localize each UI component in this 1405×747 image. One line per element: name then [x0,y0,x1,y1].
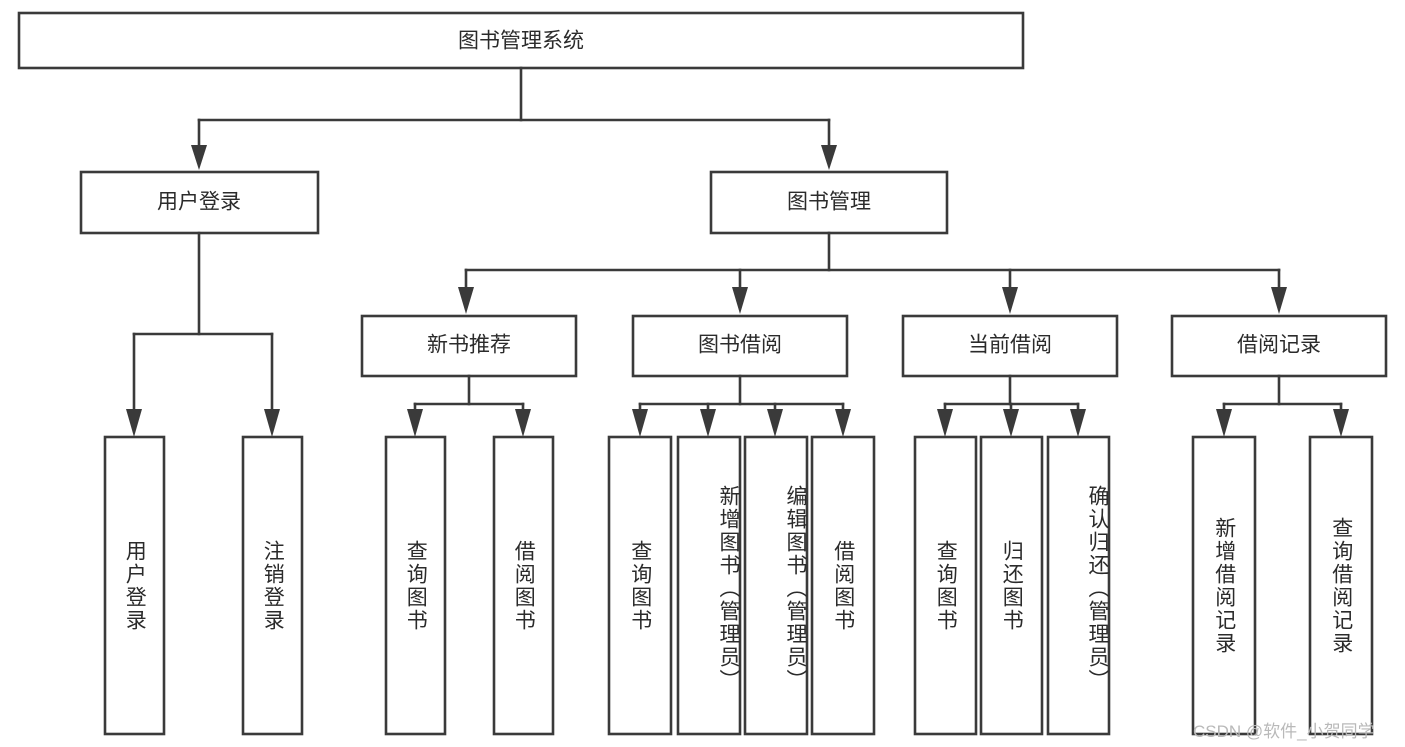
node-borrow-record-label: 借阅记录 [1237,334,1321,357]
node-borrow-book-box[interactable] [631,314,849,378]
leaf-box-return-book[interactable] [979,435,1044,736]
arrow-leaf-return-book [1003,409,1019,437]
arrow-leaf-query-book-1 [407,409,423,437]
arrow-leaf-edit-book [767,409,783,437]
arrow-to-current-borrow [1002,287,1018,314]
leaf-box-query-book-3[interactable] [913,435,978,736]
node-new-book-box[interactable] [360,314,578,378]
arrow-leaf-borrow-book-1 [515,409,531,437]
leaf-box-edit-book[interactable] [743,435,809,736]
node-root-box[interactable] [17,11,1025,70]
leaf-box-confirm-return[interactable] [1046,435,1111,736]
arrow-to-book-mgmt [821,145,837,170]
arrow-leaf-add-record [1216,409,1232,437]
arrow-to-borrow-record [1271,287,1287,314]
node-current-borrow-label: 当前借阅 [968,334,1052,357]
arrow-leaf-add-book [700,409,716,437]
node-current-borrow-box[interactable] [901,314,1119,378]
node-user-login-label: 用户登录 [157,191,241,214]
csdn-watermark: CSDN @软件_小贺同学 [1193,722,1375,741]
leaf-box-add-book[interactable] [676,435,742,736]
arrow-leaf-query-record [1333,409,1349,437]
arrow-leaf-query-book-3 [937,409,953,437]
leaf-box-query-record[interactable] [1308,435,1374,736]
node-book-mgmt-label: 图书管理 [787,191,871,214]
arrow-leaf-query-book-2 [632,409,648,437]
leaf-box-query-book-1[interactable] [384,435,447,736]
arrow-leaf-confirm-return [1070,409,1086,437]
node-borrow-record-box[interactable] [1170,314,1388,378]
leaf-box-borrow-book-1[interactable] [492,435,555,736]
arrow-leaf-logout [264,409,280,437]
arrow-leaf-user-login [126,409,142,437]
arrow-to-borrow-book [732,287,748,314]
node-root-label: 图书管理系统 [458,30,584,53]
leaf-box-borrow-book-2[interactable] [810,435,876,736]
node-new-book-label: 新书推荐 [427,334,511,357]
leaf-box-query-book-2[interactable] [607,435,673,736]
arrow-leaf-borrow-book-2 [835,409,851,437]
node-borrow-book-label: 图书借阅 [698,334,782,357]
node-book-mgmt-box[interactable] [709,170,949,235]
leaf-box-add-record[interactable] [1191,435,1257,736]
arrow-to-new-book [458,287,474,314]
arrow-to-user-login [191,145,207,170]
leaf-box-user-login[interactable] [103,435,166,736]
leaf-box-logout[interactable] [241,435,304,736]
